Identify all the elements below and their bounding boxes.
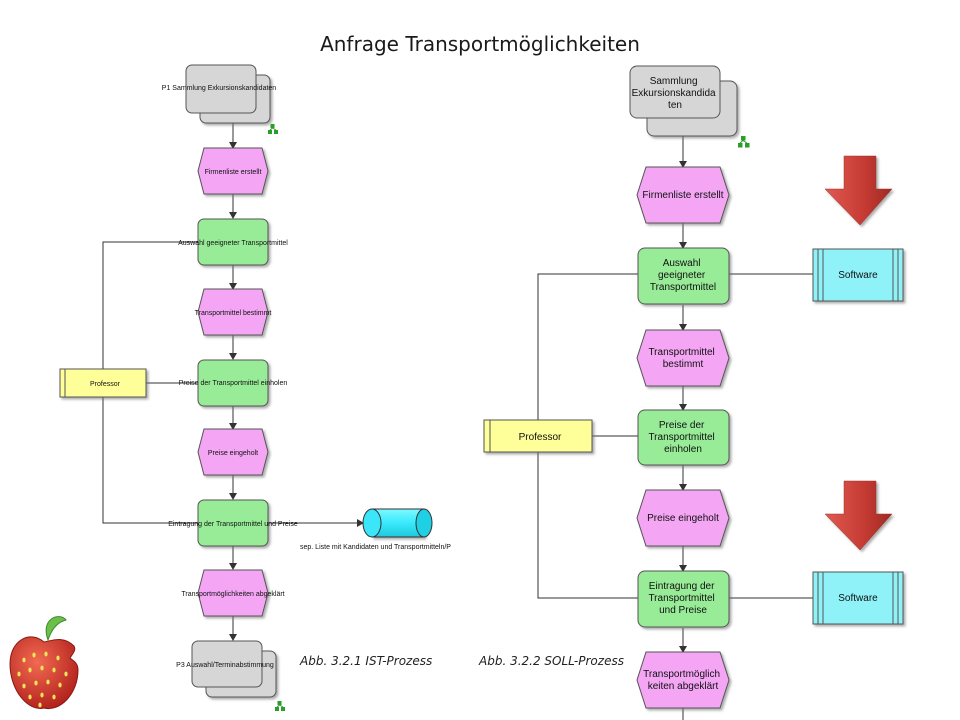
soll-software-1: Software xyxy=(812,248,904,302)
soll-function-eintragung: Eintragung der Transportmittel und Preis… xyxy=(637,570,730,628)
soll-start-line-3: ten xyxy=(668,100,682,111)
soll-start-process: Sammlung Exkursionskandida ten xyxy=(629,65,738,137)
soll-software-label: Software xyxy=(838,270,878,281)
ist-event-label: Transportmöglichkeiten abgeklärt xyxy=(181,591,284,598)
ist-event-label: Transportmittel bestimmt xyxy=(195,310,272,317)
ist-event-preise-eingeholt: Preise eingeholt xyxy=(197,428,269,476)
ist-end-process: P3 Auswahl/Terminabstimmung xyxy=(176,640,277,698)
soll-start-label: Sammlung Exkursionskandida ten xyxy=(632,76,719,111)
ist-datastore: sep. Liste mit Kandidaten und Transportm… xyxy=(300,508,451,551)
soll-software-label: Software xyxy=(838,593,878,604)
ist-function-label: Preise der Transportmittel einholen xyxy=(179,380,288,387)
soll-event-label: Preise eingeholt xyxy=(647,513,719,524)
soll-f1-line-2: geeigneter xyxy=(658,270,706,281)
soll-f2-line-2: Transportmittel xyxy=(648,432,714,443)
soll-f1-line-3: Transportmittel xyxy=(650,282,716,293)
caption-soll: Abb. 3.2.2 SOLL-Prozess xyxy=(478,654,624,668)
soll-e3-line-1: Preise eingeholt xyxy=(647,513,719,524)
caption-ist: Abb. 3.2.1 IST-Prozess xyxy=(299,654,432,668)
ist-function-label: Auswahl geeigneter Transportmittel xyxy=(178,240,288,247)
ist-process-diagram: P1 Sammlung Exkursionskandidaten Firmenl… xyxy=(59,64,451,711)
ist-event-transportmittel-bestimmt: Transportmittel bestimmt xyxy=(195,288,272,336)
soll-role-professor: Professor xyxy=(483,419,593,453)
soll-e2-line-1: Transportmittel xyxy=(648,347,714,358)
ist-function-preise: Preise der Transportmittel einholen xyxy=(179,359,288,407)
soll-e2-line-2: bestimmt xyxy=(663,359,704,370)
soll-e1-line-1: Firmenliste erstellt xyxy=(642,190,723,201)
soll-function-label: Preise der Transportmittel einholen xyxy=(648,420,717,455)
ist-function-label: Eintragung der Transportmittel und Preis… xyxy=(168,521,298,528)
soll-function-preise: Preise der Transportmittel einholen xyxy=(637,409,730,466)
ist-function-auswahl: Auswahl geeigneter Transportmittel xyxy=(178,218,288,266)
process-link-icon xyxy=(738,136,750,148)
soll-e4-line-1: Transportmöglich xyxy=(643,669,720,680)
soll-event-transportmittel-bestimmt: Transportmittel bestimmt xyxy=(636,329,730,387)
ist-end-label: P3 Auswahl/Terminabstimmung xyxy=(176,662,274,669)
soll-event-label: Firmenliste erstellt xyxy=(642,190,723,201)
ist-start-process: P1 Sammlung Exkursionskandidaten xyxy=(162,64,277,124)
soll-event-label: Transportmittel bestimmt xyxy=(648,347,717,370)
soll-role-label: Professor xyxy=(519,432,562,443)
ist-datastore-label: sep. Liste mit Kandidaten und Transportm… xyxy=(300,544,451,551)
strawberry-apple-logo xyxy=(9,616,79,710)
ist-function-eintragung: Eintragung der Transportmittel und Preis… xyxy=(168,499,298,547)
ist-event-firmenliste: Firmenliste erstellt xyxy=(197,147,269,195)
process-link-icon xyxy=(275,701,285,711)
soll-f3-line-2: Transportmittel xyxy=(648,593,714,604)
soll-function-label: Auswahl geeigneter Transportmittel xyxy=(650,258,716,293)
soll-event-transportmoeglichkeiten: Transportmöglich keiten abgeklärt xyxy=(636,651,730,709)
soll-f2-line-3: einholen xyxy=(664,444,702,455)
soll-event-preise-eingeholt: Preise eingeholt xyxy=(636,489,730,547)
ist-role-label: Professor xyxy=(90,381,121,388)
soll-f3-line-1: Eintragung der xyxy=(649,581,715,592)
page-title: Anfrage Transportmöglichkeiten xyxy=(320,32,640,56)
soll-e4-line-2: keiten abgeklärt xyxy=(648,681,719,692)
soll-function-label: Eintragung der Transportmittel und Preis… xyxy=(648,581,717,616)
soll-software-2: Software xyxy=(812,571,904,625)
soll-f3-line-3: und Preise xyxy=(659,605,707,616)
ist-event-transportmoeglichkeiten: Transportmöglichkeiten abgeklärt xyxy=(181,569,285,617)
soll-start-line-1: Sammlung xyxy=(650,76,698,87)
soll-function-auswahl: Auswahl geeigneter Transportmittel xyxy=(637,247,730,305)
ist-event-label: Firmenliste erstellt xyxy=(205,169,262,176)
down-arrow-icon xyxy=(824,155,893,226)
soll-process-diagram: Sammlung Exkursionskandida ten Firmenlis… xyxy=(483,65,904,720)
process-link-icon xyxy=(268,124,278,134)
soll-f1-line-1: Auswahl xyxy=(663,258,701,269)
soll-event-label: Transportmöglich keiten abgeklärt xyxy=(643,669,723,692)
ist-event-label: Preise eingeholt xyxy=(208,450,258,457)
soll-start-line-2: Exkursionskandida xyxy=(632,88,716,99)
soll-f2-line-1: Preise der xyxy=(659,420,705,431)
soll-event-firmenliste: Firmenliste erstellt xyxy=(636,166,730,224)
down-arrow-icon xyxy=(824,480,893,551)
ist-start-label: P1 Sammlung Exkursionskandidaten xyxy=(162,85,277,92)
ist-role-professor: Professor xyxy=(59,368,147,398)
